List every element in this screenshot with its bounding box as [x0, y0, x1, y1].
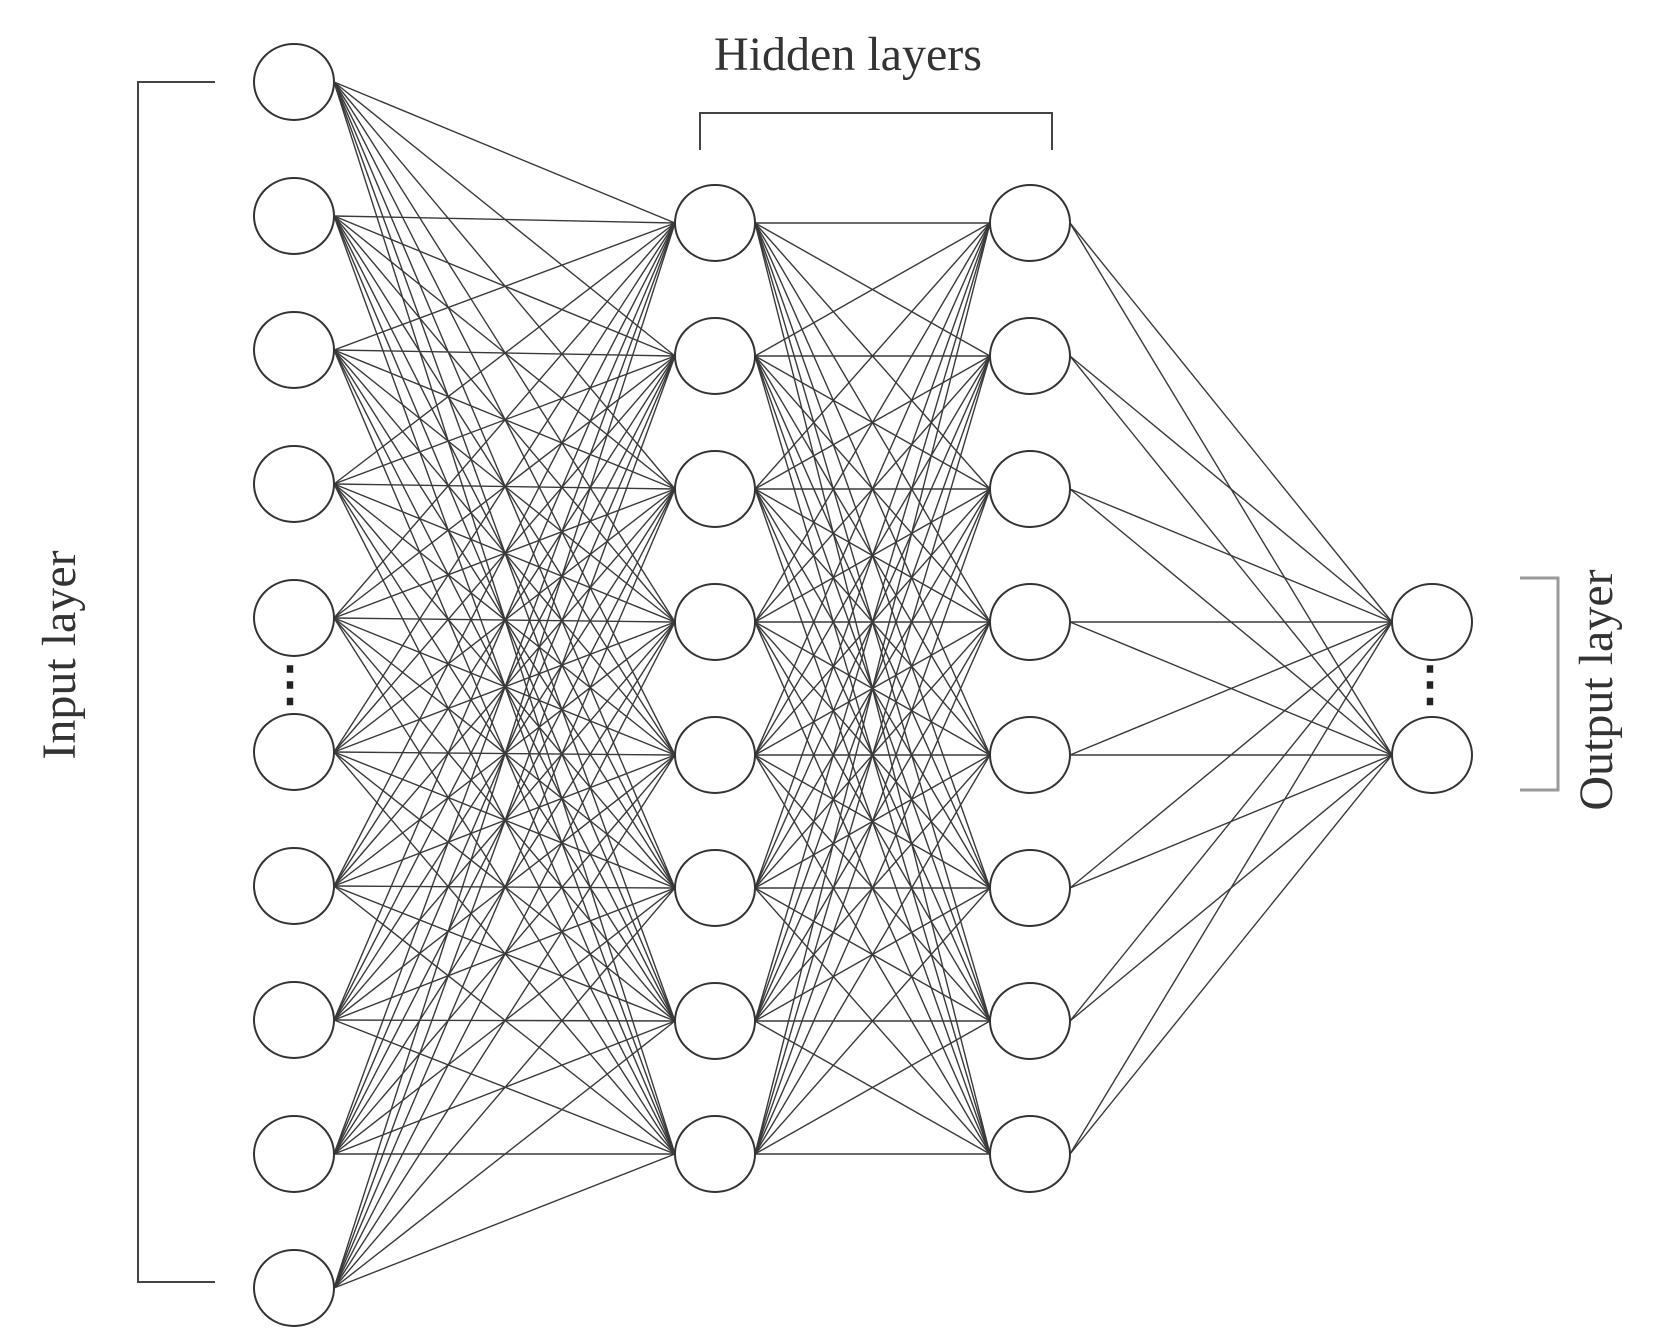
- edge-hidden-2-2-to-output-0: [1069, 488, 1393, 623]
- output-layer-bracket: [1520, 576, 1560, 792]
- hidden-2-node-8: [989, 1115, 1071, 1193]
- input-layer-ellipsis: ⋮: [266, 658, 314, 711]
- edge-hidden-2-0-to-output-0: [1069, 222, 1393, 623]
- edge-input-0-to-hidden-1-0: [333, 81, 676, 224]
- edge-input-1-to-hidden-1-0: [333, 215, 676, 224]
- edge-input-7-to-hidden-1-0: [333, 222, 676, 1021]
- edge-input-4-to-hidden-1-0: [333, 222, 676, 619]
- edge-input-2-to-hidden-1-0: [333, 222, 676, 351]
- edge-hidden-2-7-to-output-0: [1069, 621, 1393, 1155]
- input-node-10: [253, 1249, 335, 1327]
- input-node-5: [253, 579, 335, 657]
- edge-hidden-1-1-to-hidden-2-0: [754, 222, 991, 357]
- hidden-2-node-2: [989, 317, 1071, 395]
- input-node-3: [253, 311, 335, 389]
- hidden-1-node-2: [674, 317, 756, 395]
- edge-hidden-2-1-to-output-0: [1069, 355, 1393, 623]
- connection-edges: [333, 81, 1393, 1289]
- edge-input-9-to-hidden-1-2: [333, 488, 676, 1289]
- edge-hidden-1-7-to-hidden-2-1: [754, 355, 991, 1155]
- edge-hidden-1-5-to-hidden-2-0: [754, 222, 991, 889]
- hidden-1-node-3: [674, 450, 756, 528]
- edge-hidden-2-6-to-output-0: [1069, 621, 1393, 1022]
- edge-input-9-to-hidden-1-3: [333, 621, 676, 1289]
- hidden-2-node-1: [989, 184, 1071, 262]
- edge-input-9-to-hidden-1-6: [333, 1020, 676, 1289]
- input-node-1: [253, 43, 335, 121]
- hidden-2-node-5: [989, 716, 1071, 794]
- input-node-8: [253, 981, 335, 1059]
- output-node-1: [1391, 583, 1473, 661]
- hidden-1-node-1: [674, 184, 756, 262]
- edge-input-9-to-hidden-1-5: [333, 887, 676, 1289]
- edge-hidden-2-7-to-output-1: [1069, 754, 1393, 1155]
- edge-input-5-to-hidden-1-0: [333, 222, 676, 753]
- hidden-1-node-4: [674, 583, 756, 661]
- edge-hidden-2-4-to-output-0: [1069, 621, 1393, 756]
- hidden-1-node-7: [674, 982, 756, 1060]
- edge-hidden-1-7-to-hidden-2-2: [754, 488, 991, 1155]
- input-node-2: [253, 177, 335, 255]
- hidden-2-node-3: [989, 450, 1071, 528]
- input-node-4: [253, 445, 335, 523]
- output-layer-label: Output layer: [1570, 569, 1623, 810]
- edge-hidden-1-7-to-hidden-2-3: [754, 621, 991, 1155]
- edge-input-9-to-hidden-1-0: [333, 222, 676, 1289]
- hidden-2-node-6: [989, 849, 1071, 927]
- edge-input-9-to-hidden-1-7: [333, 1153, 676, 1289]
- output-layer-ellipsis: ⋮: [1406, 658, 1454, 711]
- edge-input-9-to-hidden-1-1: [333, 355, 676, 1289]
- hidden-1-node-6: [674, 849, 756, 927]
- edge-hidden-2-5-to-output-0: [1069, 621, 1393, 889]
- neuron-nodes: [253, 43, 1473, 1327]
- hidden-layers-label: Hidden layers: [714, 28, 982, 81]
- edge-input-9-to-hidden-1-4: [333, 754, 676, 1289]
- edge-input-3-to-hidden-1-0: [333, 222, 676, 485]
- edge-hidden-1-4-to-hidden-2-0: [754, 222, 991, 756]
- input-node-9: [253, 1115, 335, 1193]
- input-layer-bracket: [137, 81, 215, 1283]
- edge-input-6-to-hidden-1-0: [333, 222, 676, 887]
- input-layer-label: Input layer: [33, 550, 86, 759]
- edge-hidden-1-7-to-hidden-2-4: [754, 754, 991, 1155]
- edge-input-8-to-hidden-1-0: [333, 222, 676, 1155]
- hidden-1-node-8: [674, 1115, 756, 1193]
- edge-hidden-1-6-to-hidden-2-0: [754, 222, 991, 1022]
- edge-hidden-1-7-to-hidden-2-0: [754, 222, 991, 1155]
- input-node-7: [253, 847, 335, 925]
- input-node-6: [253, 713, 335, 791]
- output-node-2: [1391, 716, 1473, 794]
- edge-hidden-1-7-to-hidden-2-5: [754, 887, 991, 1155]
- edge-hidden-1-2-to-hidden-2-0: [754, 222, 991, 490]
- hidden-2-node-4: [989, 583, 1071, 661]
- edge-hidden-1-7-to-hidden-2-6: [754, 1020, 991, 1155]
- hidden-layers-bracket: [699, 112, 1053, 150]
- edge-hidden-1-3-to-hidden-2-0: [754, 222, 991, 623]
- hidden-2-node-7: [989, 982, 1071, 1060]
- hidden-1-node-5: [674, 716, 756, 794]
